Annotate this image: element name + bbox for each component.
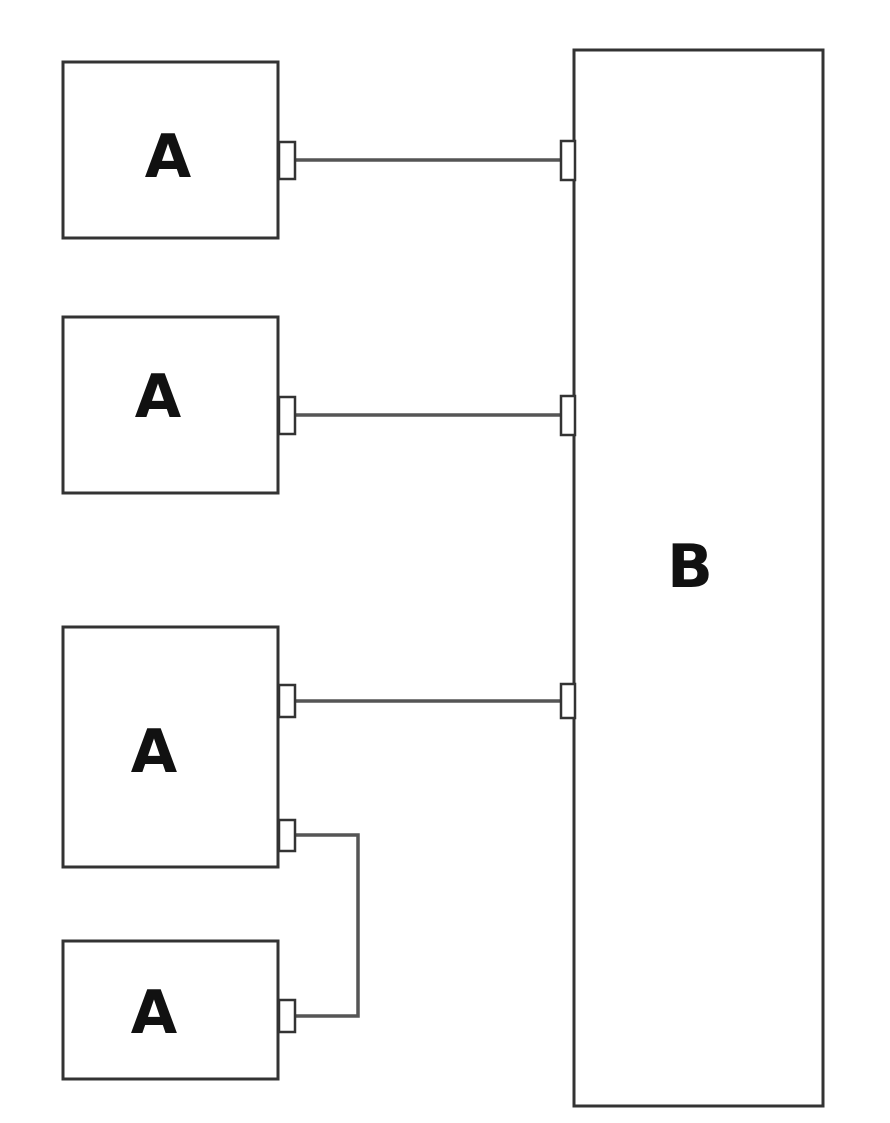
block-b-frame <box>572 48 825 1108</box>
block-a-4-frame <box>61 939 280 1081</box>
block-a-4-label: A <box>131 978 178 1048</box>
block-a-2: A <box>61 315 280 495</box>
block-a-3: A <box>61 625 280 869</box>
block-a-2-frame <box>61 315 280 495</box>
port-a1-out <box>277 140 297 181</box>
block-a-2-label: A <box>135 362 182 432</box>
block-a-4: A <box>61 939 280 1081</box>
port-b-in-3 <box>559 682 577 720</box>
port-b-in-1 <box>559 139 577 182</box>
wire-a3-to-a4 <box>296 833 360 1018</box>
port-a3-out-bottom <box>277 818 297 853</box>
port-a2-out <box>277 395 297 436</box>
block-a-1: A <box>61 60 280 240</box>
block-a-1-frame <box>61 60 280 240</box>
block-a-1-label: A <box>145 122 192 192</box>
block-a-3-frame <box>61 625 280 869</box>
port-b-in-2 <box>559 394 577 437</box>
block-b-label: B <box>667 532 713 602</box>
port-a3-out-top <box>277 683 297 719</box>
port-a4-out <box>277 998 297 1034</box>
block-b: B <box>572 48 825 1108</box>
block-a-3-label: A <box>131 717 178 787</box>
